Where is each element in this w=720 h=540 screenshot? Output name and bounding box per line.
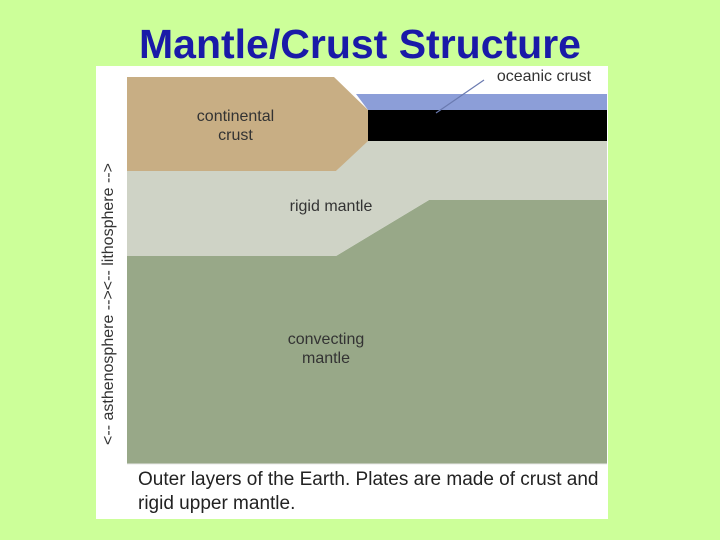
convecting-mantle-layer <box>127 200 607 464</box>
oceanic-crust-label: oceanic crust <box>496 68 592 85</box>
figure-caption: Outer layers of the Earth. Plates are ma… <box>138 469 599 514</box>
layer-diagram: <-- asthenosphere --><-- lithosphere -->… <box>96 66 608 519</box>
oceanic-crust-pointer <box>435 79 485 114</box>
side-label-text: <-- asthenosphere --><-- lithosphere --> <box>100 163 117 445</box>
rigid-mantle-label: rigid mantle <box>289 198 373 215</box>
convecting-mantle-label: convecting mantle <box>287 331 365 367</box>
continental-crust-layer <box>127 77 368 171</box>
rigid-mantle-layer <box>127 141 607 256</box>
continental-crust-label: continental crust <box>196 108 275 144</box>
lithosphere-asthenosphere-label: <-- asthenosphere --><-- lithosphere --> <box>99 95 119 514</box>
slide-title: Mantle/Crust Structure <box>139 21 581 67</box>
oceanic-crust-layer <box>366 110 607 141</box>
cross-section-svg <box>127 77 607 465</box>
oceanic-upper-band <box>356 94 607 110</box>
